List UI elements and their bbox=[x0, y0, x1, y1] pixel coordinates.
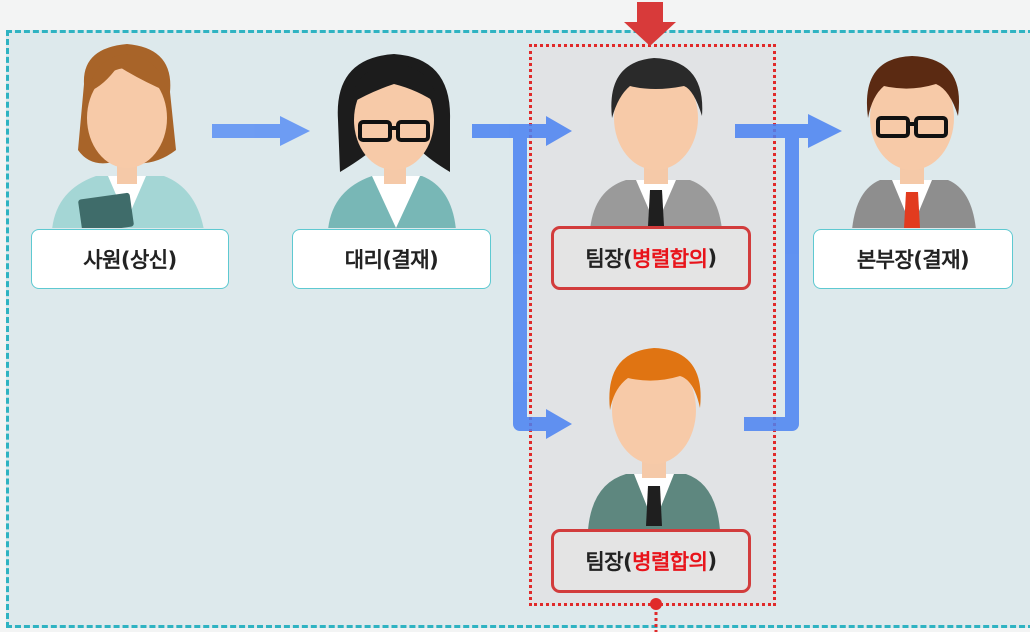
flow-arrow-merge-icon bbox=[735, 114, 842, 431]
team-leader-2-label-end: ) bbox=[707, 549, 717, 573]
male-glasses-division-head-icon bbox=[852, 56, 976, 228]
division-head-label-text: 본부장(결재) bbox=[856, 248, 970, 272]
team-leader-1-label-accent: 병렬합의 bbox=[632, 247, 708, 271]
staff-label: 사원(상신) bbox=[31, 229, 229, 289]
division-head-label: 본부장(결재) bbox=[813, 229, 1013, 289]
flow-arrow-staff-to-assistant-icon bbox=[212, 116, 310, 146]
team-leader-2-label-main: 팀장( bbox=[585, 550, 633, 574]
flow-arrow-split-icon bbox=[472, 116, 572, 439]
team-leader-1-label: 팀장(병렬합의) bbox=[551, 226, 751, 290]
female-glasses-employee-icon bbox=[328, 54, 456, 228]
team-leader-1-label-main: 팀장( bbox=[585, 247, 633, 271]
team-leader-2-label-accent: 병렬합의 bbox=[632, 550, 708, 574]
male-redhair-team-leader-icon bbox=[588, 348, 720, 530]
team-leader-2-label: 팀장(병렬합의) bbox=[551, 529, 751, 593]
assistant-manager-label: 대리(결재) bbox=[292, 229, 491, 289]
top-pointer-arrow-icon bbox=[624, 2, 676, 46]
team-leader-1-label-end: ) bbox=[707, 246, 717, 270]
male-team-leader-icon bbox=[590, 58, 722, 228]
staff-label-text: 사원(상신) bbox=[83, 248, 177, 272]
female-employee-icon bbox=[52, 44, 204, 228]
assistant-manager-label-text: 대리(결재) bbox=[344, 248, 439, 272]
bottom-connector bbox=[650, 598, 662, 632]
